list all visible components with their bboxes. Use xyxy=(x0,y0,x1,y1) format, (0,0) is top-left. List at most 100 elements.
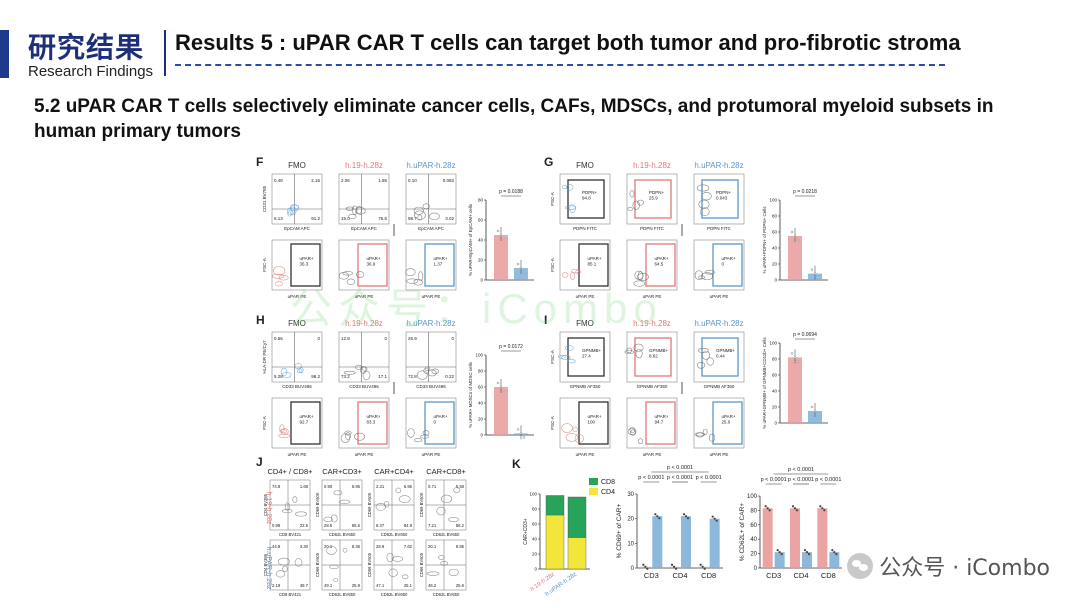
event-contour xyxy=(329,564,339,570)
event-contour xyxy=(422,203,430,210)
gate-value: uPAR+64.5 xyxy=(655,256,669,267)
bar xyxy=(494,387,508,435)
quadrant-value: 49.7 xyxy=(300,583,309,588)
data-point xyxy=(672,565,676,568)
gate-rect xyxy=(645,243,676,287)
x-axis-label: uPAR PE xyxy=(576,294,595,299)
panel-letter-G: G xyxy=(544,155,553,169)
event-contour xyxy=(453,487,461,493)
event-contour xyxy=(698,275,706,280)
event-contour xyxy=(694,432,706,437)
event-contour xyxy=(701,350,710,360)
event-contour xyxy=(342,271,354,276)
event-contour xyxy=(637,199,644,206)
condition-label: h.uPAR-h.28z xyxy=(406,161,455,170)
y-tick-label: 40 xyxy=(478,238,484,243)
p-value: p < 0.0001 xyxy=(788,467,814,473)
y-tick-label: 0 xyxy=(480,278,483,283)
event-contour xyxy=(701,192,712,201)
quadrant-value: 20.1 xyxy=(324,544,333,549)
event-contour xyxy=(424,366,431,371)
quadrant-value: 7.21 xyxy=(428,523,437,528)
quadrant-value: 98.7 xyxy=(408,216,417,221)
event-contour xyxy=(635,348,643,359)
data-point xyxy=(813,409,817,413)
data-point xyxy=(711,515,714,518)
quadrant-value: 46.2 xyxy=(428,583,437,588)
event-contour xyxy=(295,511,308,517)
y-tick-label: 0 xyxy=(774,421,777,426)
gate-value: uPAR+85.1 xyxy=(588,256,602,267)
quadrant-value: 47.1 xyxy=(376,583,385,588)
quadrant-value: 84.9 xyxy=(404,523,413,528)
condition-label: FMO xyxy=(288,319,306,328)
event-contour xyxy=(386,552,394,563)
y-tick-label: 80 xyxy=(772,357,778,362)
event-contour xyxy=(429,212,440,221)
data-point xyxy=(703,567,706,570)
event-contour xyxy=(292,496,298,503)
gate-value: uPAR+0 xyxy=(722,256,736,267)
condition-label: h.uPAR-h.28z xyxy=(406,319,455,328)
y-tick-label: 60 xyxy=(772,230,778,235)
quadrant-value: 12.8 xyxy=(341,336,350,341)
y-tick-label: 20 xyxy=(772,405,778,410)
data-point xyxy=(768,509,771,512)
data-point xyxy=(810,268,814,271)
flow-plot xyxy=(271,331,323,383)
data-point xyxy=(715,519,718,522)
bar xyxy=(494,235,508,280)
gate-value: GPNMB+0.44 xyxy=(716,348,736,359)
quadrant-value: 25.9 xyxy=(352,583,361,588)
quadrant-value: 5.95 xyxy=(352,484,361,489)
event-contour xyxy=(278,433,291,438)
data-point xyxy=(496,381,500,385)
panel-letter-H: H xyxy=(256,313,265,327)
event-contour xyxy=(323,516,333,522)
data-point xyxy=(791,505,795,508)
grouped-bar xyxy=(709,518,720,568)
event-contour xyxy=(287,207,293,217)
brand-title-en: Research Findings xyxy=(28,63,154,80)
data-point xyxy=(496,229,500,233)
y-tick-label: 60 xyxy=(478,218,484,223)
event-contour xyxy=(346,278,356,285)
y-tick-label: 0 xyxy=(534,567,537,572)
quadrant-value: 0.22 xyxy=(445,374,454,379)
y-tick-label: 40 xyxy=(772,246,778,251)
quadrant-value: 7.62 xyxy=(404,544,413,549)
data-point xyxy=(519,432,523,435)
event-contour xyxy=(282,371,292,378)
y-tick-label: 60 xyxy=(478,385,484,390)
y-axis-label: FSC-A xyxy=(262,258,267,272)
event-contour xyxy=(626,347,633,354)
y-axis-label: CD69 BV605 xyxy=(315,492,320,517)
condition-label: FMO xyxy=(576,161,594,170)
event-contour xyxy=(406,278,419,284)
gate-rect xyxy=(290,243,321,287)
legend-swatch xyxy=(589,488,598,495)
background-watermark: 公众号：iCombo xyxy=(290,285,663,332)
y-axis-label: CD69 BV605 xyxy=(419,552,424,577)
wechat-watermark: 公众号 · iCombo xyxy=(847,550,1050,582)
event-contour xyxy=(633,343,644,352)
event-contour xyxy=(448,517,459,522)
stat-y-label: % uPAR+EpCAM+ of EpCAM+ cells xyxy=(468,203,473,276)
y-tick-label: 0 xyxy=(480,433,483,438)
y-tick-label: 80 xyxy=(750,508,757,514)
event-contour xyxy=(637,438,644,445)
data-point xyxy=(701,565,704,568)
event-contour xyxy=(348,214,357,220)
data-point xyxy=(776,549,779,552)
gate-value: GPNMB+8.62 xyxy=(649,348,669,359)
x-axis-label: CD62L BV650 xyxy=(433,532,460,537)
event-contour xyxy=(698,199,710,209)
data-point xyxy=(810,405,814,409)
quadrant-value: 72.8 xyxy=(408,374,417,379)
quadrant-value: 73.2 xyxy=(341,374,350,379)
gate-rect xyxy=(567,337,605,377)
event-contour xyxy=(440,560,449,566)
event-contour xyxy=(338,272,349,280)
event-contour xyxy=(694,270,704,280)
p-value: p = 0.0694 xyxy=(793,332,817,338)
